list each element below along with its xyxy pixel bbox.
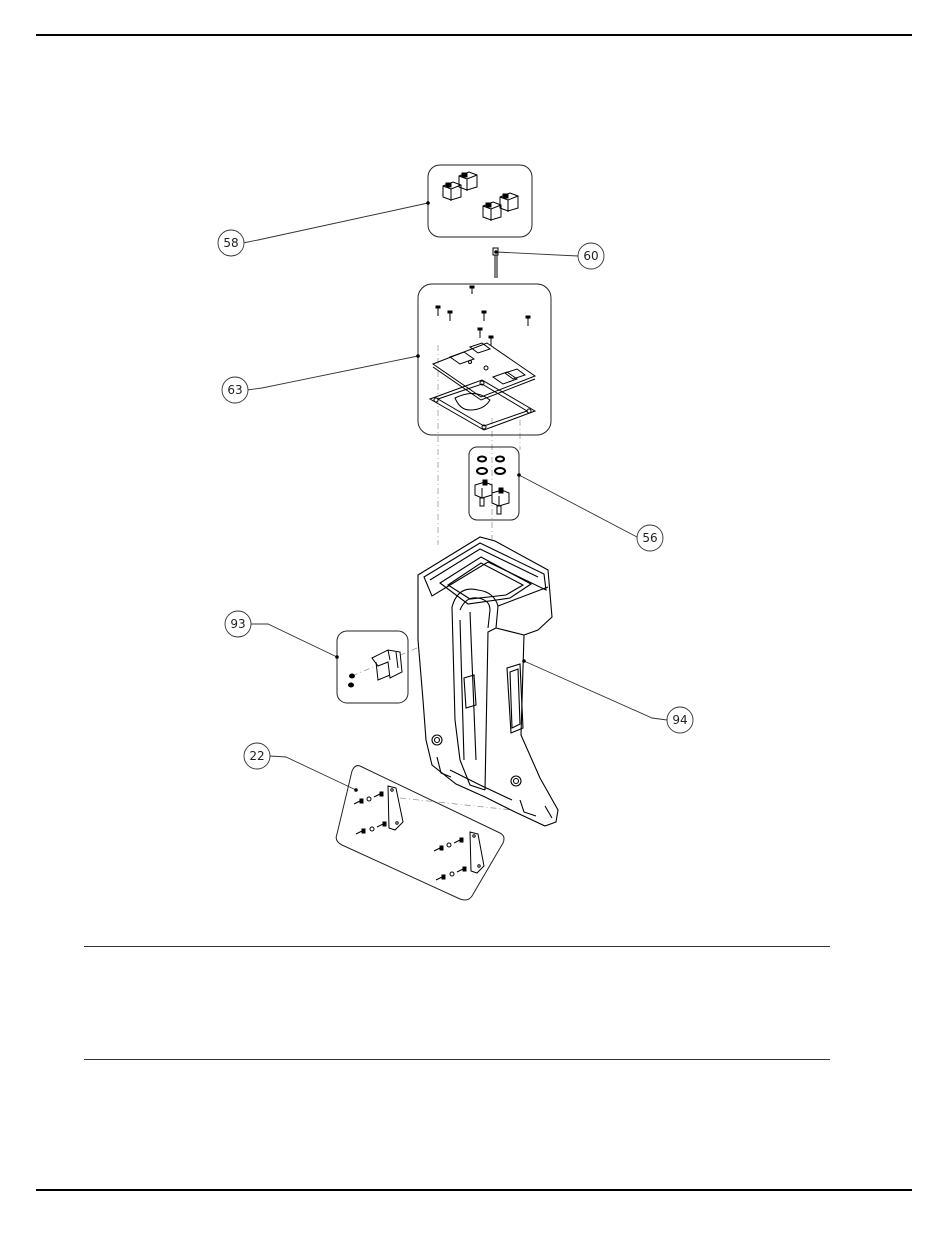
- valve-block-icon: [475, 480, 509, 514]
- clip-icon: [372, 650, 402, 680]
- callout-22-label: 22: [249, 749, 264, 763]
- callout-60-label: 60: [583, 249, 598, 263]
- washer-icon: [477, 457, 505, 475]
- cap-icon: [500, 193, 518, 212]
- cap-icon: [483, 202, 501, 221]
- part-group-58: [428, 165, 532, 237]
- callout-63-label: 63: [227, 383, 242, 397]
- callout-93-label: 93: [230, 617, 245, 631]
- screw-icon: [436, 286, 530, 346]
- callout-94-label: 94: [672, 713, 687, 727]
- part-group-56: [469, 447, 519, 520]
- callout-56-label: 56: [642, 531, 657, 545]
- bracket-icon: [388, 786, 484, 873]
- screw-icon: [349, 674, 355, 687]
- cap-icon: [443, 182, 461, 201]
- mounting-plate: [433, 343, 535, 400]
- screw-icon: [354, 792, 466, 880]
- cap-icon: [459, 172, 477, 191]
- gasket: [430, 380, 535, 430]
- part-94-housing: [418, 537, 558, 826]
- callout-58-label: 58: [223, 236, 238, 250]
